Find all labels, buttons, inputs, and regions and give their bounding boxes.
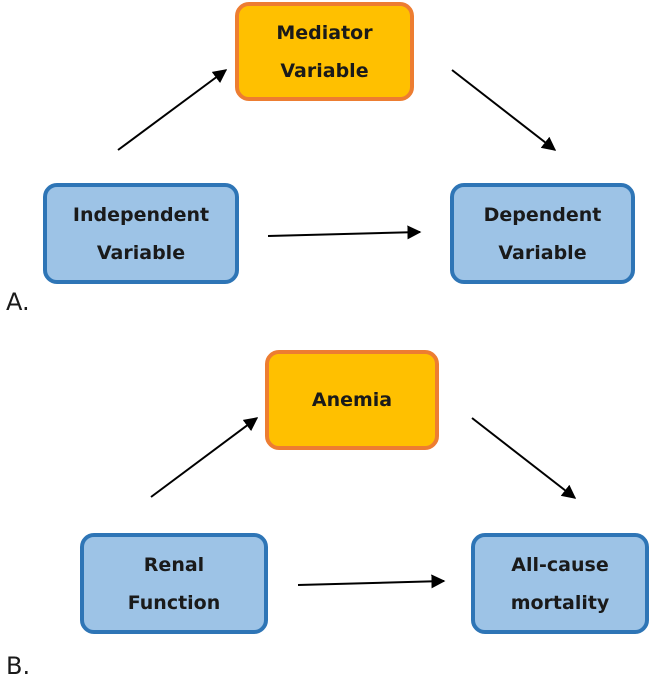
arrow-b-mediator-to-dependent [471,417,577,499]
renal-function-box: Renal Function [80,533,268,634]
panel-b-label: B. [6,652,31,680]
mediator-variable-box: Mediator Variable [235,2,414,101]
arrow-b-independent-to-dependent [297,574,446,589]
mediator-variable-line1: Mediator [276,21,373,44]
anemia-box: Anemia [265,350,439,450]
arrow-a-mediator-to-dependent [451,69,557,151]
panel-a-label: A. [6,288,30,316]
arrow-b-independent-to-mediator [150,417,259,498]
independent-variable-line1: Independent [72,203,210,226]
dependent-variable-line2: Variable [498,241,587,264]
arrow-a-independent-to-dependent [267,225,422,240]
dependent-variable-box: Dependent Variable [450,183,635,284]
mediator-variable-line2: Variable [280,59,369,82]
independent-variable-box: Independent Variable [43,183,239,284]
arrow-a-independent-to-mediator [117,69,228,151]
anemia-label: Anemia [311,389,393,411]
all-cause-mortality-box: All-cause mortality [471,533,649,634]
renal-function-line2: Function [127,591,221,614]
independent-variable-line2: Variable [96,241,186,264]
all-cause-mortality-line2: mortality [510,591,610,614]
all-cause-mortality-line1: All-cause [511,553,609,576]
renal-function-line1: Renal [143,553,205,576]
dependent-variable-line1: Dependent [483,203,602,226]
